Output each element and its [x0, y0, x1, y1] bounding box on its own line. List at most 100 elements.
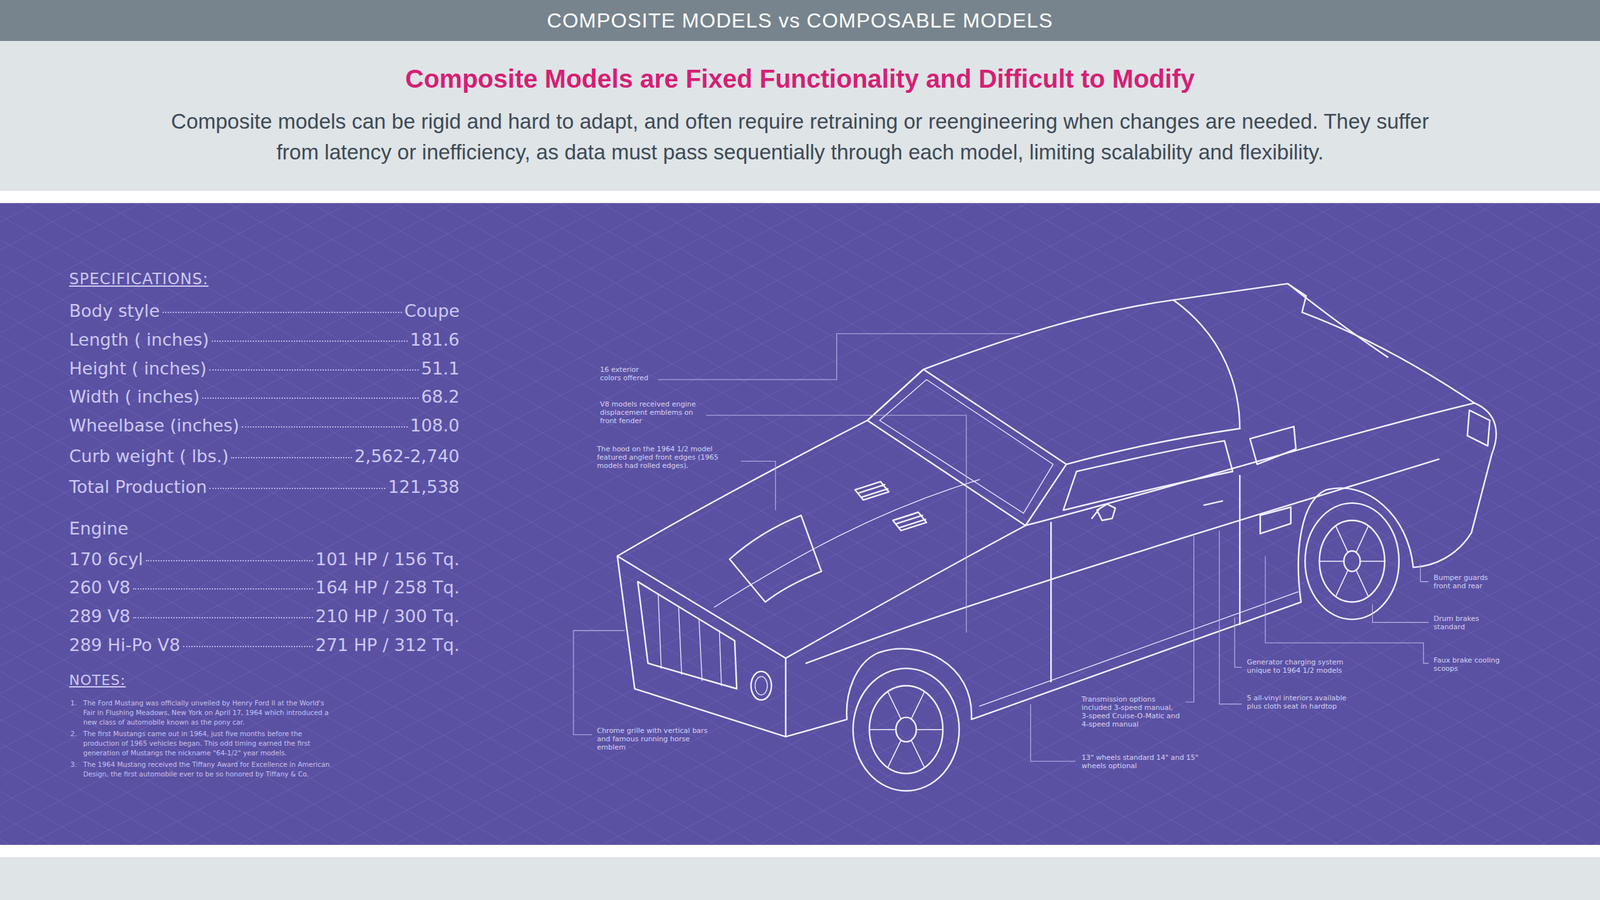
spec-name: 289 V8: [69, 603, 131, 630]
leader-lines: [573, 333, 1429, 761]
fender-line: [785, 525, 1026, 658]
fastback-edge: [1173, 300, 1241, 429]
rocker: [979, 592, 1298, 707]
leader-line: [657, 333, 1021, 380]
spec-name: Width ( inches): [69, 384, 200, 410]
headlight-ring: [755, 676, 768, 696]
door-handle: [1203, 501, 1223, 505]
side-crease: [806, 458, 1440, 664]
spec-row: 260 V8 164 HP / 258 Tq.: [69, 574, 460, 601]
callout-label: The hood on the 1964 1/2 model featured …: [597, 444, 735, 470]
front-tire: [853, 668, 960, 791]
spec-value: Coupe: [404, 298, 460, 324]
leader-line: [1372, 604, 1429, 623]
callout-label: 13" wheels standard 14" and 15" wheels o…: [1081, 753, 1204, 770]
rear-tire: [1304, 503, 1400, 620]
callout-label: Faux brake cooling scoops: [1433, 656, 1504, 673]
callout-label: Drum brakes standard: [1433, 614, 1504, 632]
side-scoop: [1260, 506, 1291, 534]
grille: [637, 581, 737, 689]
hood-vent: [892, 512, 927, 531]
leader-dots: [133, 616, 313, 619]
spec-value: 271 HP / 312 Tq.: [315, 632, 460, 658]
side-window: [1063, 440, 1233, 511]
beltline: [1025, 403, 1475, 526]
leader-line: [1030, 704, 1076, 761]
blueprint-panel: [0, 202, 1600, 845]
spec-value: 181.6: [410, 327, 460, 353]
spec-value: 164 HP / 258 Tq.: [315, 574, 460, 601]
spec-row: Total Production 121,538: [69, 474, 460, 500]
note-item: 2.The first Mustangs came out in 1964, j…: [70, 728, 333, 758]
spec-value: 2,562-2,740: [354, 443, 460, 470]
hood-front-edge: [617, 556, 786, 737]
rear-spokes: [1319, 526, 1385, 597]
spec-value: 210 HP / 300 Tq.: [315, 603, 460, 630]
front-hub: [896, 717, 917, 742]
tail-light: [1467, 410, 1490, 447]
spec-name: 170 6cyl: [69, 546, 144, 573]
leader-dots: [145, 560, 313, 562]
callout-label: V8 models received engine displacement e…: [600, 400, 700, 425]
spec-value: 108.0: [410, 412, 460, 439]
headlight: [750, 671, 772, 701]
leader-dots: [209, 487, 386, 489]
quarter-window: [1249, 426, 1296, 464]
windshield: [867, 369, 1067, 526]
note-number: 1.: [70, 698, 84, 728]
spec-row: Curb weight ( lbs.) 2,562-2,740: [69, 443, 460, 470]
notes-list: 1.The Ford Mustang was officially unveil…: [70, 698, 333, 781]
callout-label: 5 all-vinyl interiors available plus clo…: [1246, 693, 1362, 711]
leader-line: [1420, 564, 1429, 582]
callout-label: 16 exterior colors offered: [600, 365, 652, 383]
callout-label: Generator charging system unique to 1964…: [1246, 657, 1362, 675]
callout-label: Transmission options included 3-speed ma…: [1081, 695, 1181, 729]
band-heading: Composite Models are Fixed Functionality…: [405, 64, 1195, 94]
leader-dots: [133, 588, 313, 590]
spec-name: Wheelbase (inches): [69, 412, 240, 439]
front-spokes: [869, 691, 943, 768]
spec-name: Total Production: [69, 474, 207, 500]
grille-bars: [657, 593, 722, 686]
band-body: Composite models can be rigid and hard t…: [160, 106, 1440, 168]
spec-name: 260 V8: [69, 574, 131, 601]
car-drawing: [617, 283, 1497, 791]
header-band: Composite Models are Fixed Functionality…: [0, 40, 1600, 191]
leader-dots: [209, 369, 419, 371]
note-text: The Ford Mustang was officially unveiled…: [83, 698, 333, 728]
leader-line: [705, 415, 967, 633]
leader-dots: [241, 426, 408, 428]
note-number: 2.: [70, 728, 84, 758]
spec-value: 121,538: [387, 474, 460, 500]
notes-heading: NOTES:: [69, 672, 127, 688]
spoiler-line: [1287, 283, 1388, 358]
spec-value: 68.2: [421, 384, 460, 410]
footer-band: [0, 856, 1600, 900]
spec-name: Curb weight ( lbs.): [69, 443, 229, 470]
note-number: 3.: [70, 759, 84, 779]
leader-line: [573, 630, 625, 735]
leader-line: [1185, 535, 1195, 703]
front-rim: [869, 685, 943, 774]
roof-edge: [1066, 428, 1240, 465]
spec-row: 289 V8 210 HP / 300 Tq.: [69, 603, 460, 630]
spec-value: 101 HP / 156 Tq.: [315, 546, 460, 573]
spec-row: Length ( inches)181.6: [69, 327, 460, 353]
spec-row: Wheelbase (inches) 108.0: [69, 412, 460, 439]
leader-dots: [202, 397, 419, 399]
spec-name: Height ( inches): [69, 355, 207, 382]
spec-row: 289 Hi-Po V8 271 HP / 312 Tq.: [69, 632, 460, 658]
spec-row: Body styleCoupe: [69, 298, 460, 324]
leader-dots: [183, 645, 313, 648]
callout-label: Chrome grille with vertical bars and fam…: [597, 726, 719, 752]
note-item: 1.The Ford Mustang was officially unveil…: [70, 698, 333, 728]
rear-hub: [1344, 551, 1361, 572]
spec-name: 289 Hi-Po V8: [69, 632, 181, 658]
spec-row: Height ( inches) 51.1: [69, 355, 460, 382]
leader-dots: [211, 340, 408, 342]
spec-value: 51.1: [421, 355, 460, 382]
hood-line: [714, 479, 980, 607]
blueprint-grid: [0, 202, 1600, 845]
leader-line: [1265, 556, 1429, 664]
